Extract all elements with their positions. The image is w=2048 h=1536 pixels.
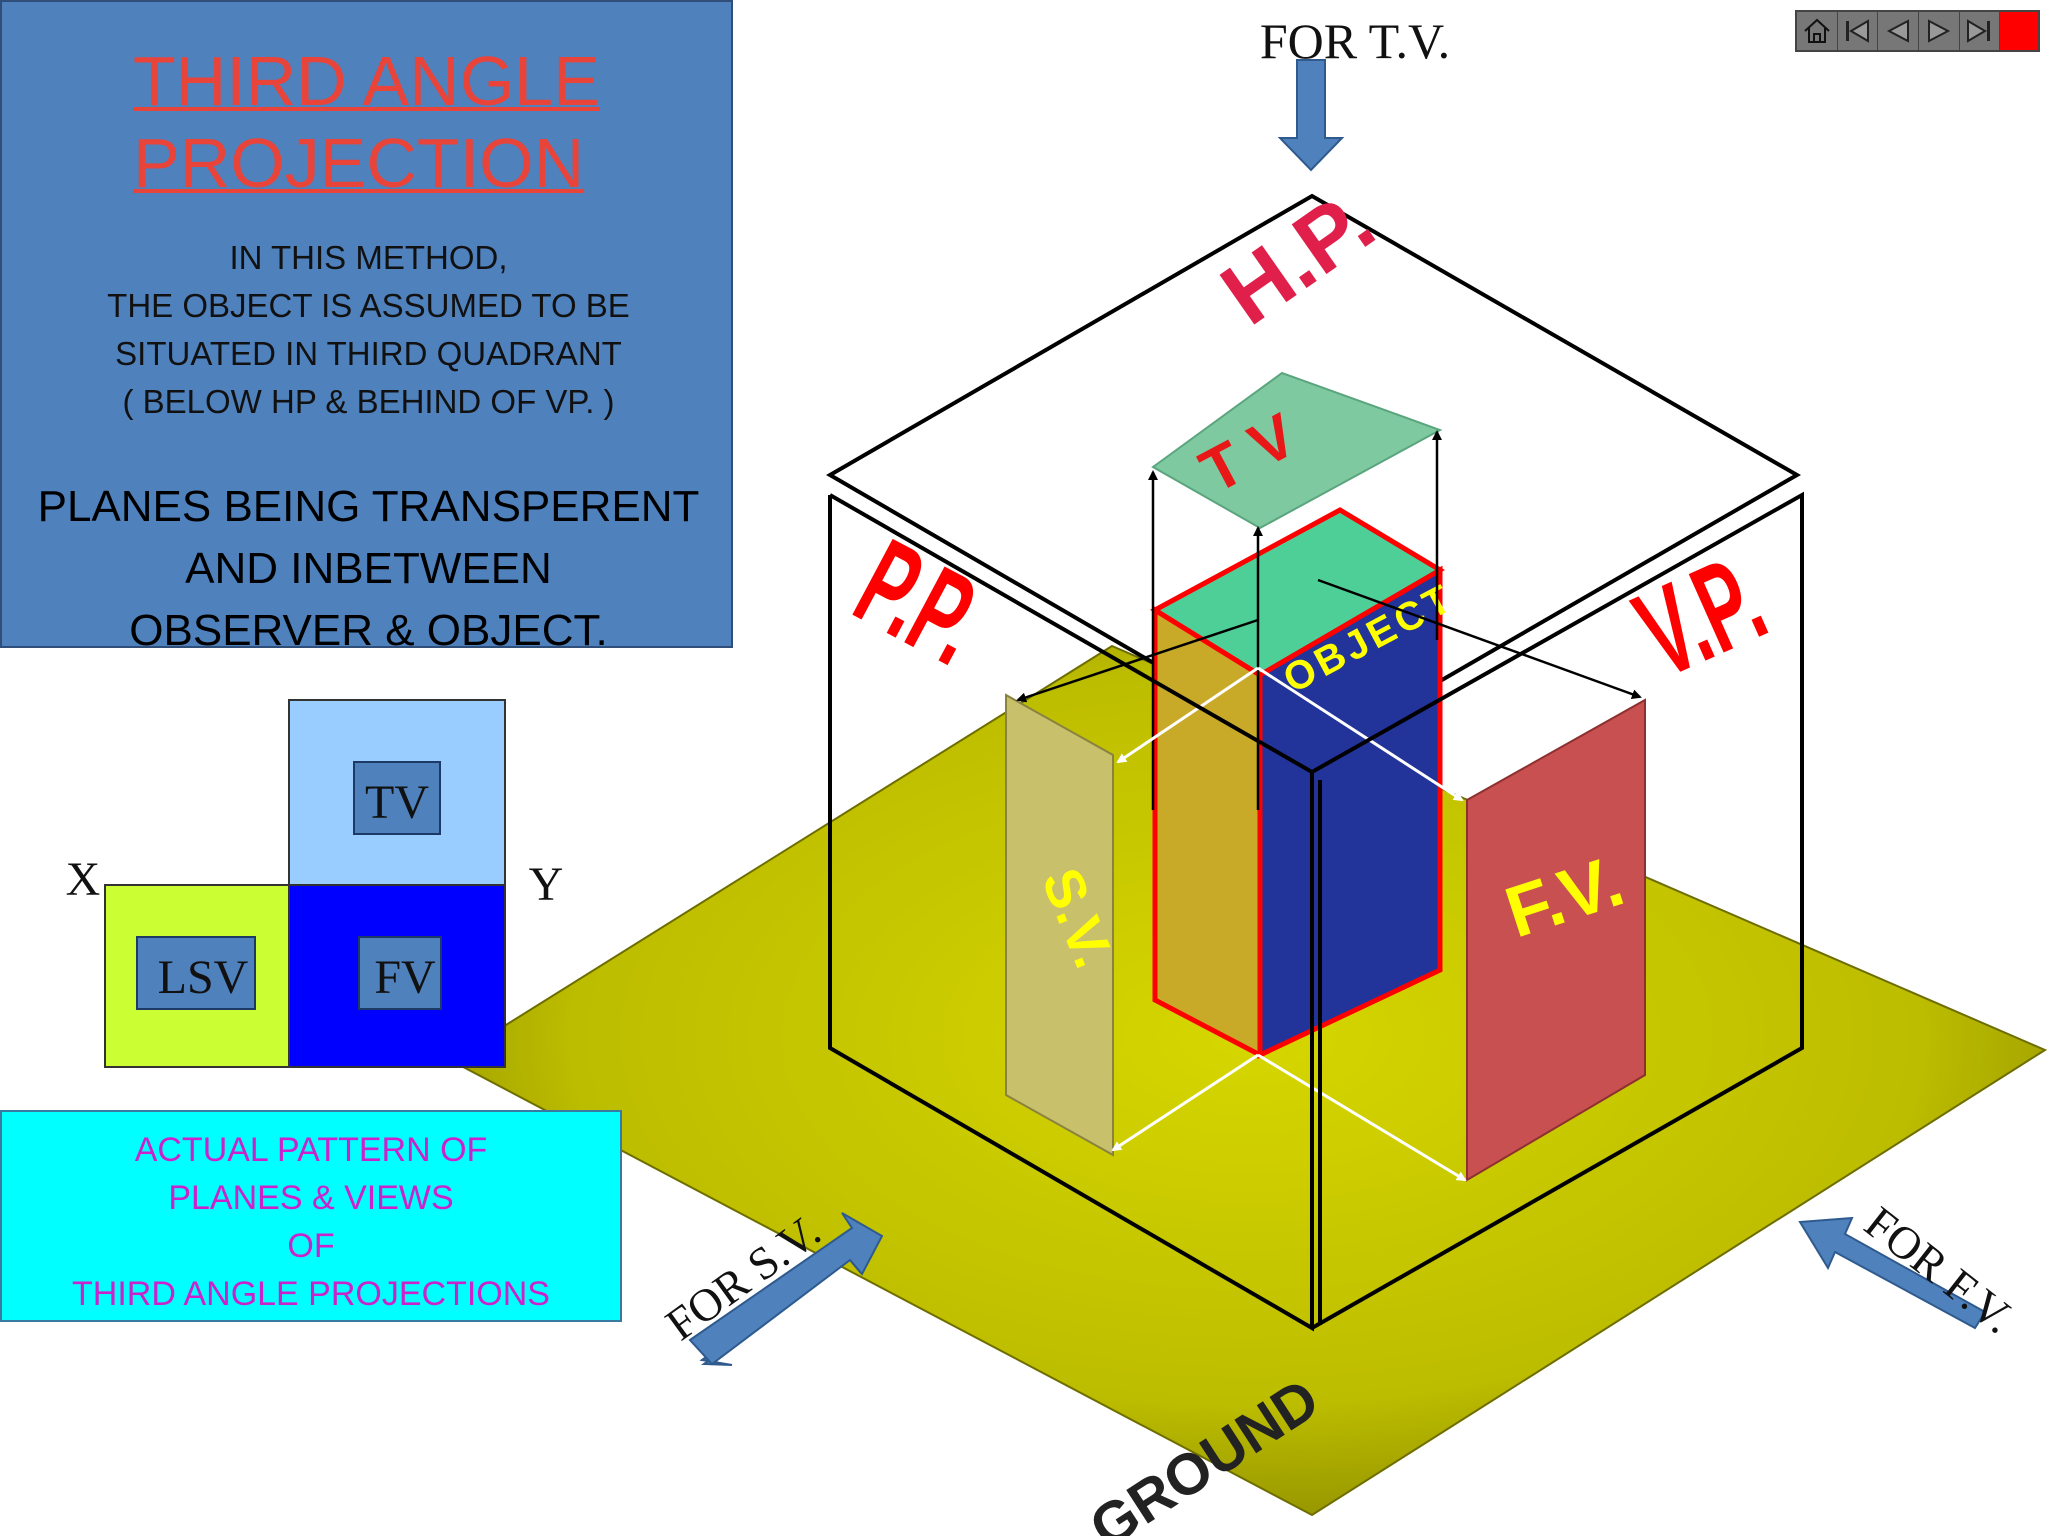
- pattern-lsv-label: LSV: [158, 951, 249, 1004]
- fv-projection: [1466, 698, 1646, 1182]
- caption-line: THIRD ANGLE PROJECTIONS: [72, 1275, 550, 1313]
- first-slide-button[interactable]: [1838, 12, 1879, 50]
- caption-line: ACTUAL PATTERN OF: [134, 1131, 488, 1169]
- page-title: THIRD ANGLE PROJECTION: [133, 40, 693, 204]
- previous-icon: [1886, 19, 1910, 43]
- object-top-face: [1150, 507, 1445, 678]
- cube-edges: [828, 491, 1804, 1332]
- caption-line: OF: [287, 1227, 335, 1265]
- skip-first-icon: [1846, 19, 1870, 43]
- method-description: IN THIS METHOD, THE OBJECT IS ASSUMED TO…: [2, 234, 735, 426]
- end-show-button[interactable]: [2000, 12, 2038, 50]
- arrow-for-fv: [1798, 1216, 1987, 1330]
- last-slide-button[interactable]: [1960, 12, 2001, 50]
- pattern-tv-box: [353, 761, 441, 835]
- skip-last-icon: [1967, 19, 1991, 43]
- pattern-caption: ACTUAL PATTERN OF PLANES & VIEWS OF THIR…: [0, 1110, 622, 1322]
- for-tv-label: FOR T.V.: [1260, 13, 1450, 69]
- title-line-2: PROJECTION: [133, 124, 585, 202]
- method-line: THE OBJECT IS ASSUMED TO BE: [107, 287, 630, 324]
- slide-navigation: [1795, 10, 2040, 52]
- method-line: SITUATED IN THIRD QUADRANT: [115, 335, 622, 372]
- next-icon: [1927, 19, 1950, 43]
- planes-line: AND INBETWEEN: [185, 544, 552, 593]
- sv-projection: [1005, 693, 1114, 1157]
- projector-lines: [1016, 430, 1642, 810]
- method-line: IN THIS METHOD,: [229, 239, 508, 276]
- next-slide-button[interactable]: [1919, 12, 1960, 50]
- home-button[interactable]: [1797, 12, 1838, 50]
- planes-line: PLANES BEING TRANSPERENT: [37, 482, 700, 531]
- planes-line: OBSERVER & OBJECT.: [129, 606, 608, 655]
- pattern-lsv-box: [136, 936, 256, 1010]
- pattern-y-label: Y: [529, 858, 564, 911]
- info-panel: THIRD ANGLE PROJECTION IN THIS METHOD, T…: [0, 0, 735, 655]
- method-line: ( BELOW HP & BEHIND OF VP. ): [122, 383, 615, 420]
- title-line-1: THIRD ANGLE: [133, 42, 600, 120]
- arrow-for-tv: [1277, 59, 1345, 172]
- pattern-fv-label: FV: [374, 951, 436, 1004]
- planes-description: PLANES BEING TRANSPERENT AND INBETWEEN O…: [2, 476, 735, 662]
- arrow-for-sv: [688, 1212, 884, 1366]
- pattern-fv-box: [358, 936, 442, 1010]
- caption-line: PLANES & VIEWS: [168, 1179, 454, 1217]
- pattern-x-label: X: [66, 853, 101, 906]
- previous-slide-button[interactable]: [1878, 12, 1919, 50]
- pattern-tv-label: TV: [365, 776, 429, 829]
- projector-lines-white: [1111, 666, 1467, 1182]
- ground-plane: [447, 644, 2048, 1517]
- home-icon: [1804, 18, 1830, 43]
- views-pattern: TV LSV FV X Y: [66, 699, 564, 1068]
